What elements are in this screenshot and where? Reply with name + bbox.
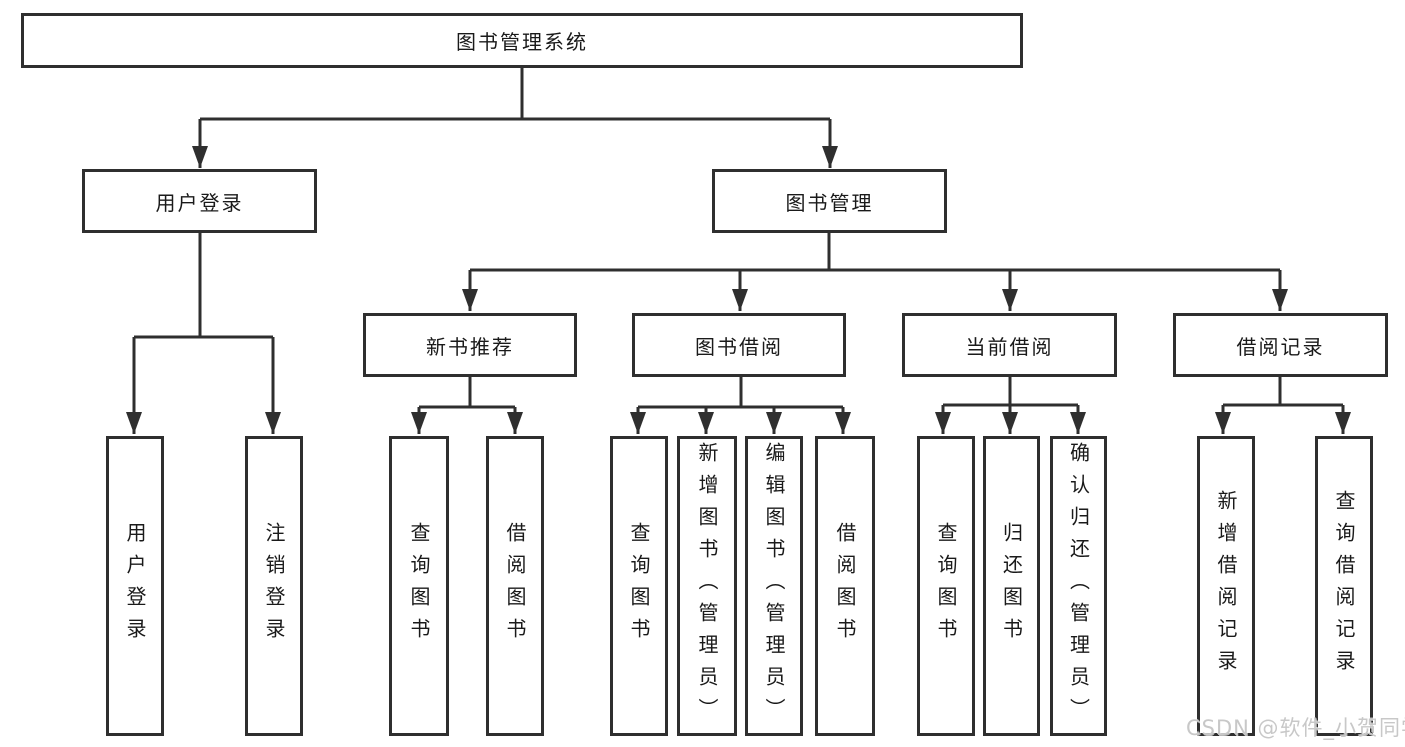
leaf-current-query-books: 查询图书 xyxy=(917,436,975,736)
leaf-borrow-edit-books-admin: 编辑图书（管理员） xyxy=(745,436,803,736)
node-new-book-rec: 新书推荐 xyxy=(363,313,577,377)
leaf-current-confirm-return-admin: 确认归还（管理员） xyxy=(1050,436,1107,736)
leaf-rec-borrow-books: 借阅图书 xyxy=(486,436,544,736)
leaf-user-login: 用户登录 xyxy=(106,436,164,736)
node-book-borrow: 图书借阅 xyxy=(632,313,846,377)
node-book-mgmt: 图书管理 xyxy=(712,169,947,233)
leaf-borrow-add-books-admin-label: 新增图书（管理员） xyxy=(695,442,719,730)
node-borrow-records: 借阅记录 xyxy=(1173,313,1388,377)
node-current-borrow: 当前借阅 xyxy=(902,313,1117,377)
leaf-rec-query-books: 查询图书 xyxy=(389,436,449,736)
leaf-borrow-edit-books-admin-label: 编辑图书（管理员） xyxy=(762,442,786,730)
leaf-records-query-record: 查询借阅记录 xyxy=(1315,436,1373,736)
node-user-login: 用户登录 xyxy=(82,169,317,233)
csdn-watermark: CSDN @软件_小贺同学 xyxy=(1186,716,1405,740)
leaf-rec-borrow-books-label: 借阅图书 xyxy=(503,522,527,650)
leaf-current-return-books: 归还图书 xyxy=(983,436,1040,736)
leaf-logout-label: 注销登录 xyxy=(262,522,286,650)
leaf-borrow-add-books-admin: 新增图书（管理员） xyxy=(677,436,737,736)
leaf-borrow-borrow-books-label: 借阅图书 xyxy=(833,522,857,650)
leaf-borrow-borrow-books: 借阅图书 xyxy=(815,436,875,736)
node-root-system: 图书管理系统 xyxy=(21,13,1023,68)
leaf-logout: 注销登录 xyxy=(245,436,303,736)
leaf-current-confirm-return-admin-label: 确认归还（管理员） xyxy=(1066,442,1091,730)
leaf-user-login-label: 用户登录 xyxy=(123,522,147,650)
leaf-borrow-query-books: 查询图书 xyxy=(610,436,668,736)
leaf-rec-query-books-label: 查询图书 xyxy=(407,522,431,650)
leaf-borrow-query-books-label: 查询图书 xyxy=(627,522,651,650)
leaf-records-add-record: 新增借阅记录 xyxy=(1197,436,1255,736)
leaf-current-query-books-label: 查询图书 xyxy=(934,522,958,650)
leaf-current-return-books-label: 归还图书 xyxy=(999,522,1024,650)
leaf-records-query-record-label: 查询借阅记录 xyxy=(1332,490,1356,682)
leaf-records-add-record-label: 新增借阅记录 xyxy=(1214,490,1238,682)
